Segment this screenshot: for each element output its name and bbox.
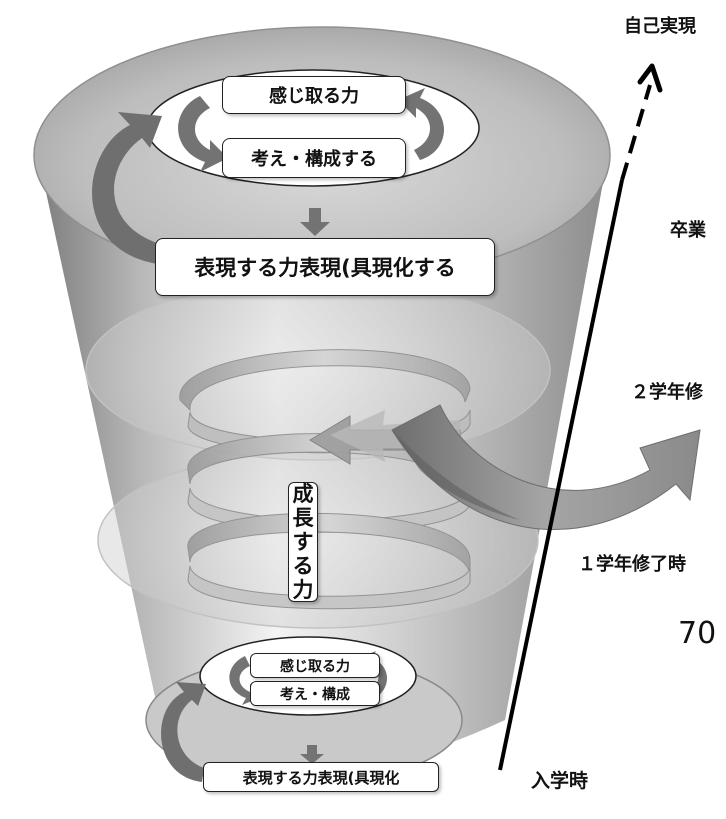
- growth-char-3: す: [292, 530, 314, 554]
- express-label-bottom: 表現する力表現(具現化: [242, 768, 400, 787]
- think-label-bottom: 考え・構成: [280, 686, 350, 703]
- cycle-arrow-left: [178, 96, 228, 172]
- stage-year2-complete: ２学年修: [631, 382, 703, 403]
- express-box-top: 表現する力表現(具現化する: [155, 238, 495, 296]
- think-box-top: 考え・構成する: [222, 138, 406, 178]
- growth-char-4: る: [292, 554, 314, 578]
- growth-char-2: 長: [292, 506, 314, 530]
- feel-label-top: 感じ取る力: [269, 86, 359, 107]
- stage-self-actualization: 自己実現: [624, 16, 696, 37]
- feel-label-bottom: 感じ取る力: [280, 658, 350, 675]
- growth-axis-arrowhead: [637, 63, 663, 93]
- stage-number: 70: [678, 616, 717, 651]
- express-label-top: 表現する力表現(具現化する: [194, 256, 456, 280]
- growth-label-box: 成 長 す る 力: [288, 482, 318, 602]
- stage-enrollment: 入学時: [531, 770, 589, 792]
- growth-char-5: 力: [292, 578, 314, 602]
- growth-axis: [498, 179, 624, 771]
- growth-axis-dashed: [620, 84, 652, 181]
- growth-char-1: 成: [292, 482, 314, 506]
- cycle-arrow-right: [398, 88, 444, 160]
- express-box-bottom: 表現する力表現(具現化: [203, 762, 439, 792]
- stage-graduation: 卒業: [670, 220, 706, 241]
- feel-box-top: 感じ取る力: [222, 76, 406, 114]
- feedback-arc-bottom: [161, 682, 206, 782]
- feel-box-bottom: 感じ取る力: [250, 653, 380, 678]
- stage-year1-complete: １学年修了時: [578, 554, 686, 575]
- middle-disk-upper: [85, 279, 551, 461]
- feedback-arc-top: [92, 112, 162, 264]
- think-box-bottom: 考え・構成: [250, 681, 380, 706]
- down-arrow-top: [300, 208, 330, 236]
- down-arrow-bottom: [300, 745, 324, 764]
- think-label-top: 考え・構成する: [251, 149, 377, 170]
